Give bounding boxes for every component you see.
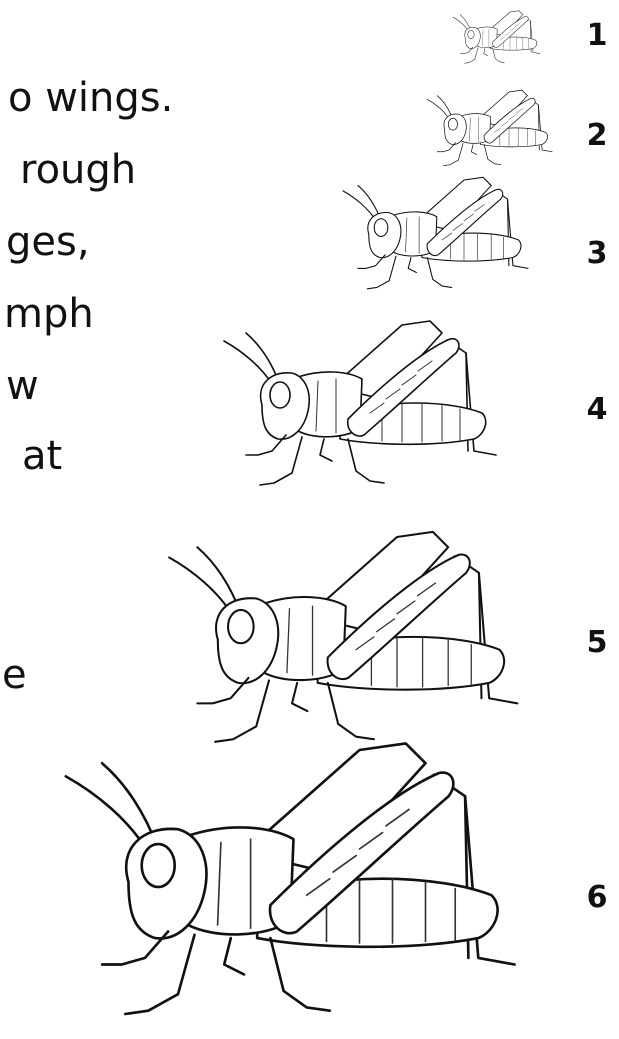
grasshopper-nymph-2 xyxy=(427,90,552,165)
grasshopper-nymph-4 xyxy=(224,321,496,485)
grasshopper-adult-6 xyxy=(66,743,515,1014)
grasshopper-nymph-3 xyxy=(343,177,528,289)
grasshopper-nymph-1 xyxy=(453,11,540,63)
grasshopper-nymph-5 xyxy=(169,532,517,742)
